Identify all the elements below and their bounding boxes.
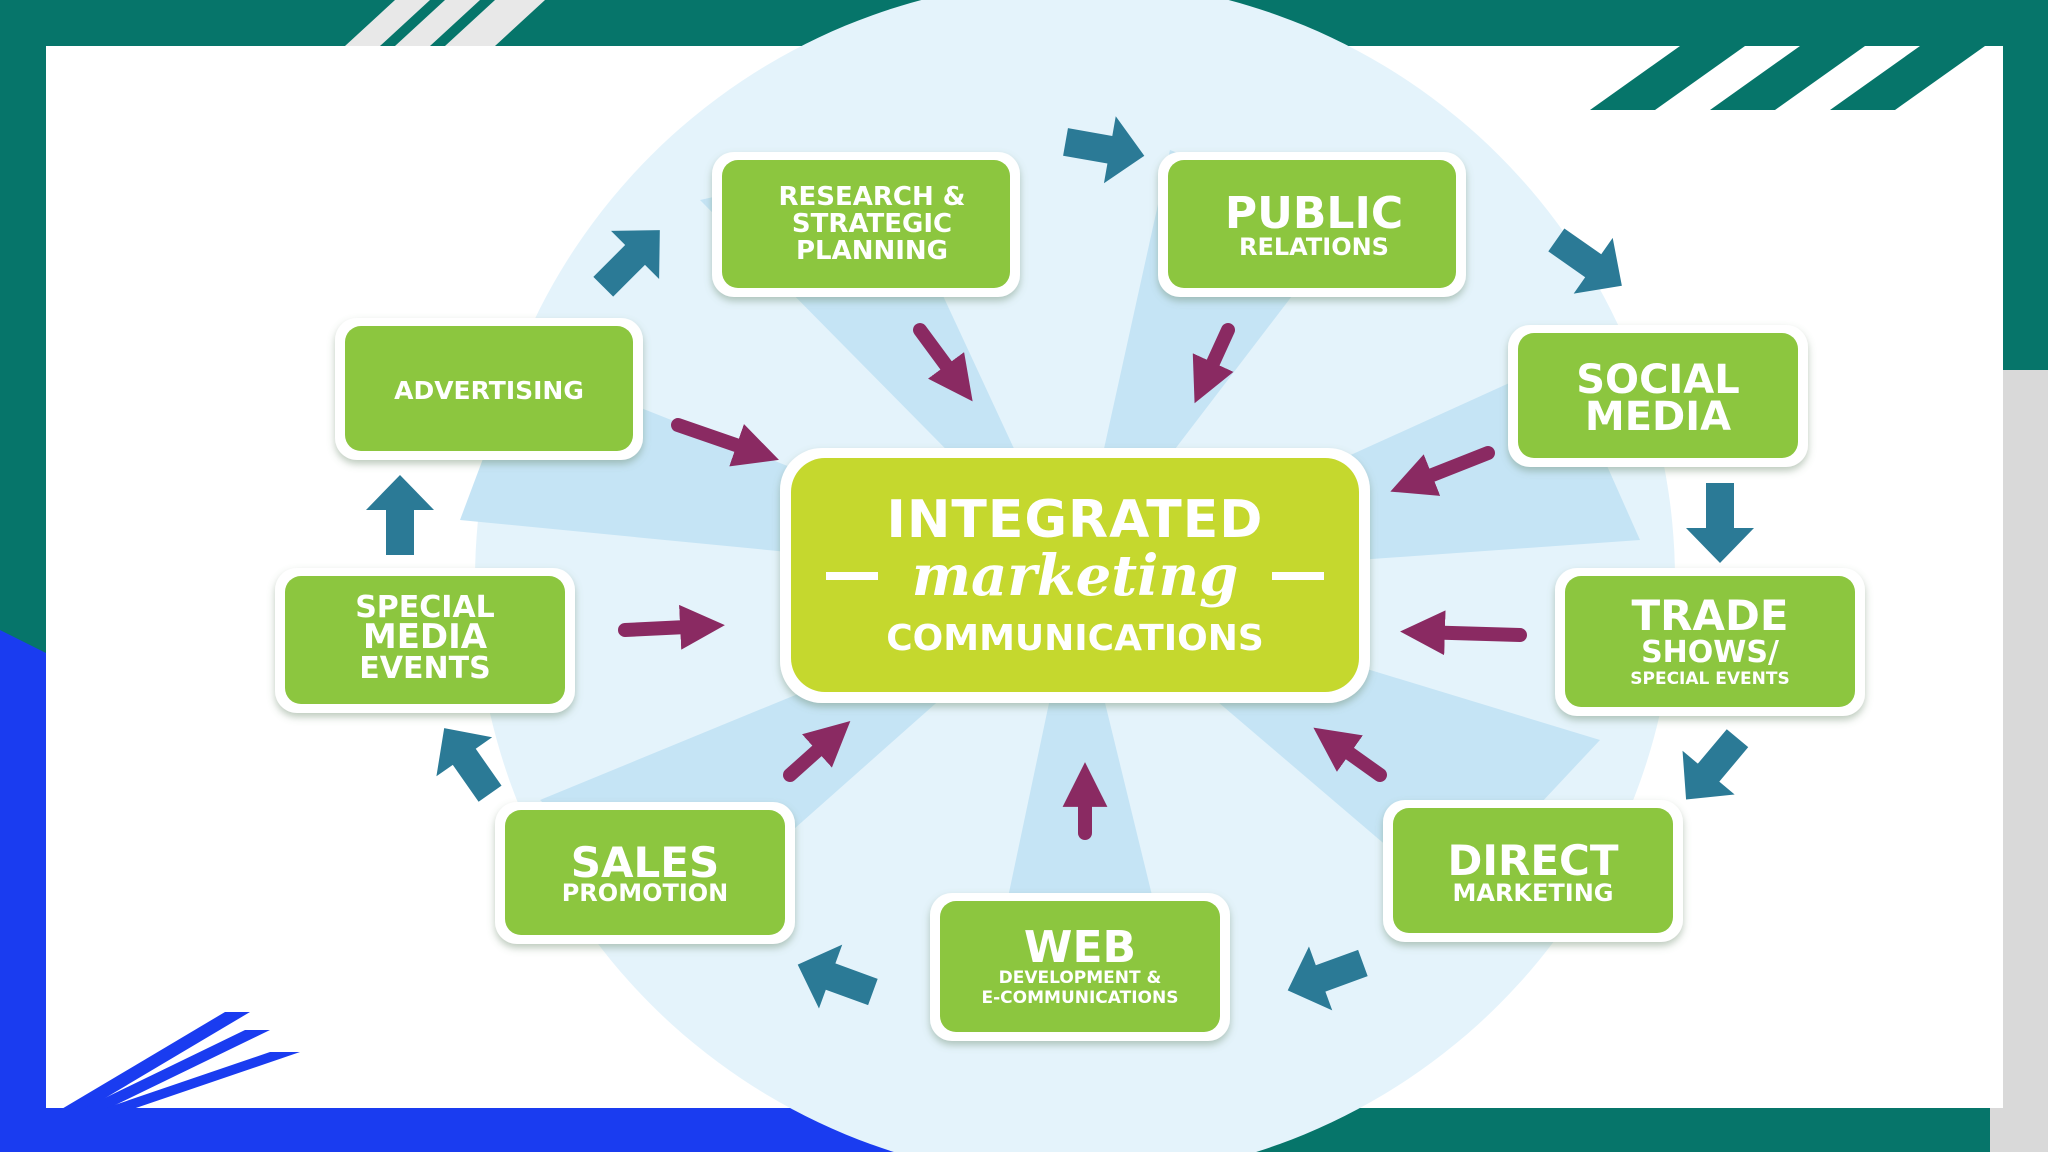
cycle-arrow-9 [593, 230, 660, 297]
node-social-media-line-2: MEDIA [1585, 394, 1731, 440]
top-left-stripes [345, 0, 545, 46]
center-node [780, 448, 1370, 703]
top-right-stripes [1590, 46, 1985, 110]
node-social-media-line-1: SOCIAL [1576, 357, 1740, 403]
inward-arrow-2 [1192, 323, 1235, 404]
node-research-line-2: STRATEGIC [792, 209, 952, 239]
node-advertising-line-1: ADVERTISING [394, 376, 584, 405]
node-special-media-events-line-3: EVENTS [359, 651, 490, 686]
center-subtitle: marketing [912, 543, 1238, 609]
node-special-media-events: SPECIAL MEDIA EVENTS [275, 568, 575, 713]
center-caption: COMMUNICATIONS [886, 618, 1264, 659]
cycle-arrow-8 [366, 475, 434, 555]
node-advertising: ADVERTISING [335, 318, 643, 460]
cycle-arrow-4 [1682, 729, 1749, 800]
node-direct-marketing-line-1: DIRECT [1448, 836, 1619, 885]
inward-arrow-8 [618, 604, 725, 650]
node-public-relations-line-2: RELATIONS [1239, 233, 1389, 261]
center-dash-right [1272, 572, 1324, 580]
node-trade-shows-line-3: SPECIAL EVENTS [1630, 669, 1789, 689]
inward-arrow-7 [783, 721, 851, 782]
cycle-arrows [366, 116, 1754, 1011]
inward-arrow-3 [1390, 446, 1495, 496]
inward-arrow-9 [671, 418, 779, 467]
node-research-line-3: PLANNING [796, 236, 948, 266]
bottom-left-stripes [60, 1012, 300, 1110]
node-research-line-1: RESEARCH & [779, 182, 966, 212]
node-trade-shows-line-1: TRADE [1631, 591, 1788, 640]
center-dash-left [826, 572, 878, 580]
cycle-arrow-1 [1063, 116, 1145, 184]
node-social-media: SOCIAL MEDIA [1508, 325, 1808, 467]
node-direct-marketing: DIRECT MARKETING [1383, 800, 1683, 942]
node-public-relations-line-1: PUBLIC [1225, 188, 1403, 239]
node-web-line-1: WEB [1024, 922, 1136, 973]
cycle-arrow-2 [1548, 228, 1622, 294]
node-sales-promotion: SALES PROMOTION [495, 802, 795, 944]
node-web-line-3: E-COMMUNICATIONS [982, 988, 1179, 1008]
node-direct-marketing-line-2: MARKETING [1452, 879, 1613, 907]
node-trade-shows-line-2: SHOWS/ [1641, 635, 1779, 670]
center-title: INTEGRATED [887, 490, 1264, 550]
node-special-media-events-line-2: MEDIA [363, 617, 488, 657]
node-web: WEB DEVELOPMENT & E-COMMUNICATIONS [930, 893, 1230, 1041]
cycle-arrow-6 [797, 944, 878, 1009]
node-trade-shows: TRADE SHOWS/ SPECIAL EVENTS [1555, 568, 1865, 716]
inward-arrow-5 [1313, 727, 1387, 782]
cycle-arrow-3 [1686, 483, 1754, 563]
node-sales-promotion-line-1: SALES [571, 838, 719, 887]
cycle-arrow-5 [1287, 946, 1368, 1011]
cycle-arrow-7 [436, 728, 502, 802]
node-public-relations: PUBLIC RELATIONS [1158, 152, 1466, 297]
inward-arrow-4 [1400, 610, 1527, 656]
node-sales-promotion-line-2: PROMOTION [562, 879, 729, 907]
inward-arrows [618, 323, 1527, 840]
inward-arrow-1 [913, 323, 973, 402]
node-special-media-events-line-1: SPECIAL [355, 590, 495, 625]
node-web-line-2: DEVELOPMENT & [999, 968, 1162, 988]
node-research: RESEARCH & STRATEGIC PLANNING [712, 152, 1020, 297]
center-text: INTEGRATED marketing COMMUNICATIONS [826, 490, 1324, 659]
